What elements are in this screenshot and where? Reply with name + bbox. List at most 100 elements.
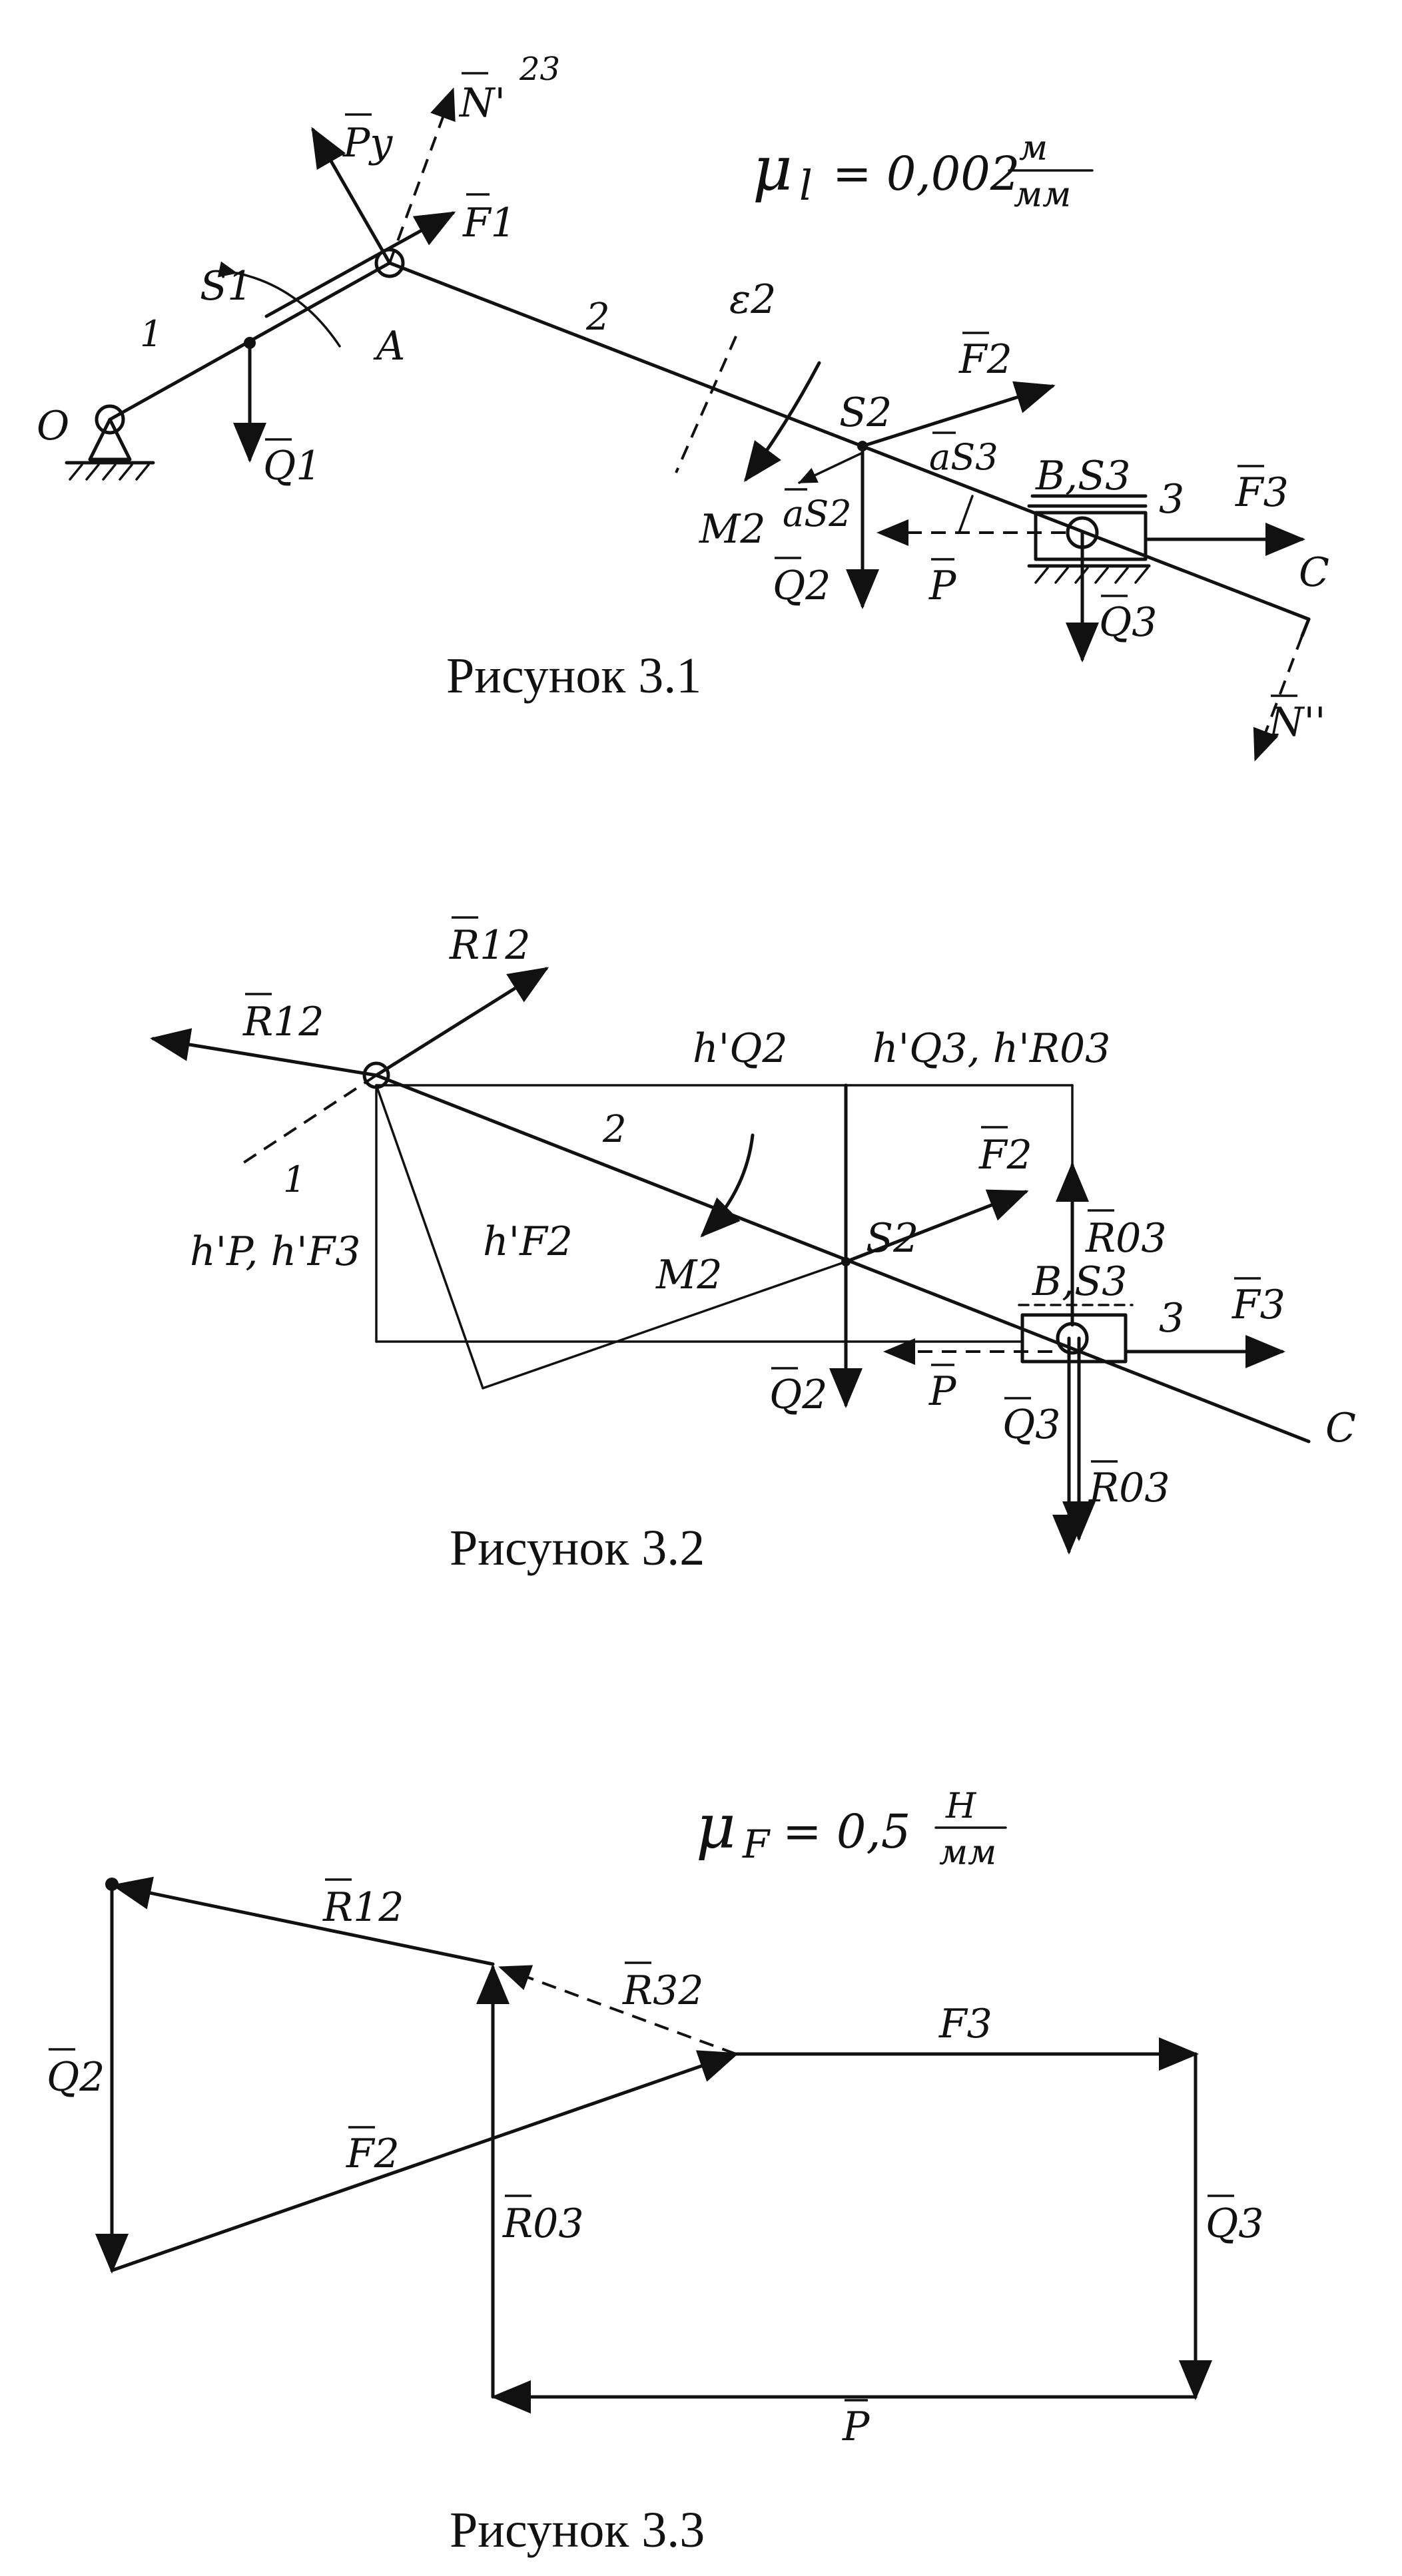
link-1-dashed	[238, 1074, 378, 1166]
label-M2: M2	[699, 506, 766, 553]
label-hF2: h'F2	[483, 1218, 573, 1265]
label-F2: F2	[958, 336, 1012, 383]
label-M2-fig2: M2	[655, 1252, 723, 1298]
force-R32-fig3	[498, 1965, 737, 2055]
label-F3-fig3: F3	[938, 2001, 992, 2047]
scale-den: мм	[1014, 175, 1071, 215]
scale-num-fig3: Н	[945, 1786, 977, 1826]
label-C-fig2: C	[1325, 1405, 1356, 1451]
arm-hF2-line	[375, 1084, 484, 1390]
rod-link-2	[388, 261, 1311, 621]
overbars-fig3	[49, 1878, 1234, 2402]
force-R12-top	[374, 967, 549, 1077]
caption-fig2: Рисунок 3.2	[450, 1520, 705, 1576]
label-aS3: aS3	[929, 436, 998, 478]
moment-M2-fig2	[700, 1133, 755, 1238]
label-F3: F3	[1235, 469, 1289, 516]
label-link-3: 3	[1159, 476, 1184, 523]
scale-num: м	[1019, 129, 1048, 168]
slider-block-3	[1027, 494, 1151, 584]
label-N23-sup: 23	[519, 51, 560, 88]
moment-M2-arc	[744, 361, 821, 483]
force-F2	[861, 381, 1056, 448]
scale-label-fig1: μ l = 0,002 м мм	[753, 129, 1094, 215]
label-Q2-fig3: Q2	[47, 2054, 105, 2101]
label-Q2-fig2: Q2	[769, 1372, 827, 1418]
label-R12-left: R12	[242, 999, 324, 1045]
figure-3-1: μ l = 0,002 м мм	[37, 51, 1329, 762]
label-N23: N'	[458, 80, 506, 127]
label-link-1-fig2: 1	[283, 1159, 306, 1200]
figure-3-2: R12 R12 1 h'Q2 h'Q3, h'R03 2 h'P, h'F3 h…	[150, 916, 1356, 1576]
overbars-fig2	[245, 916, 1261, 1463]
force-R12-left	[150, 1028, 378, 1077]
force-F2-fig2	[844, 1189, 1029, 1264]
force-R12-fig3	[111, 1876, 495, 1966]
force-N23	[388, 87, 456, 264]
label-F3-fig2: F3	[1231, 1282, 1285, 1328]
label-Q2: Q2	[773, 563, 831, 609]
label-P-fig2: P	[928, 1368, 957, 1415]
epsilon-2-line	[675, 336, 737, 473]
label-hP-hF3: h'P, h'F3	[190, 1228, 360, 1275]
label-hQ3-hR03: h'Q3, h'R03	[873, 1025, 1110, 1072]
scale-sub-fig3: F	[742, 1822, 771, 1867]
label-N2: N''	[1267, 699, 1326, 746]
label-R12-top: R12	[449, 922, 531, 969]
label-B-S3: B,S3	[1035, 453, 1130, 499]
force-Py	[311, 127, 392, 265]
scale-symbol: μ	[753, 133, 793, 204]
label-Q3-fig3: Q3	[1206, 2200, 1263, 2247]
label-hQ2: h'Q2	[693, 1025, 788, 1072]
label-C: C	[1299, 549, 1329, 596]
label-S2-fig2: S2	[866, 1215, 918, 1262]
rotation-arc-1	[217, 261, 341, 348]
label-R03-fig3: R03	[502, 2200, 584, 2247]
overbars-fig1	[265, 72, 1297, 697]
scale-symbol-fig3: μ	[696, 1791, 736, 1862]
arm-F2-extension	[482, 1260, 847, 1390]
label-A: A	[373, 323, 405, 370]
label-Q1: Q1	[263, 443, 321, 489]
label-F2-fig3: F2	[346, 2131, 400, 2177]
label-R03-down: R03	[1088, 1465, 1170, 1511]
label-B-S3-fig2: B,S3	[1032, 1258, 1127, 1305]
label-eps2: ε2	[729, 276, 776, 323]
force-F1	[264, 211, 456, 318]
label-Py: Pу	[342, 120, 393, 166]
label-F2-fig2: F2	[978, 1132, 1032, 1178]
label-link-1: 1	[140, 313, 163, 355]
label-R32-fig3: R32	[622, 1967, 704, 2014]
scale-eq: = 0,002	[833, 146, 1020, 201]
scale-eq-fig3: = 0,5	[783, 1804, 910, 1859]
label-F1: F1	[462, 200, 516, 246]
scale-sub: l	[799, 161, 813, 210]
scale-den-fig3: мм	[939, 1833, 996, 1873]
label-S1: S1	[200, 263, 252, 310]
accel-aS3-leader	[958, 495, 974, 534]
label-O: O	[37, 403, 69, 449]
label-Q3-fig2: Q3	[1002, 1402, 1060, 1448]
ground-support-O	[65, 404, 155, 481]
accel-aS2	[798, 451, 864, 484]
figure-3-3: μ F = 0,5 Н мм R12 R32 F3 Q2 F2 R03 Q3 P	[47, 1786, 1263, 2558]
scale-label-fig3: μ F = 0,5 Н мм	[696, 1786, 1007, 1873]
label-P: P	[928, 563, 957, 609]
label-Q3: Q3	[1099, 599, 1157, 646]
label-P-fig3: P	[842, 2404, 871, 2450]
end-C	[1300, 617, 1311, 638]
label-R12-fig3: R12	[322, 1884, 404, 1931]
label-link-2: 2	[585, 296, 610, 339]
label-link-2-fig2: 2	[602, 1108, 627, 1151]
label-aS2: aS2	[783, 493, 852, 535]
force-N2	[1253, 635, 1303, 762]
label-R03-up: R03	[1085, 1215, 1167, 1262]
rod-link-2-fig2	[374, 1073, 1311, 1443]
label-S2: S2	[839, 389, 892, 436]
force-F2-fig3	[110, 2050, 739, 2272]
point-S2-fig2	[841, 1257, 851, 1266]
caption-fig3: Рисунок 3.3	[450, 2502, 705, 2558]
label-link-3-fig2: 3	[1159, 1295, 1184, 1342]
